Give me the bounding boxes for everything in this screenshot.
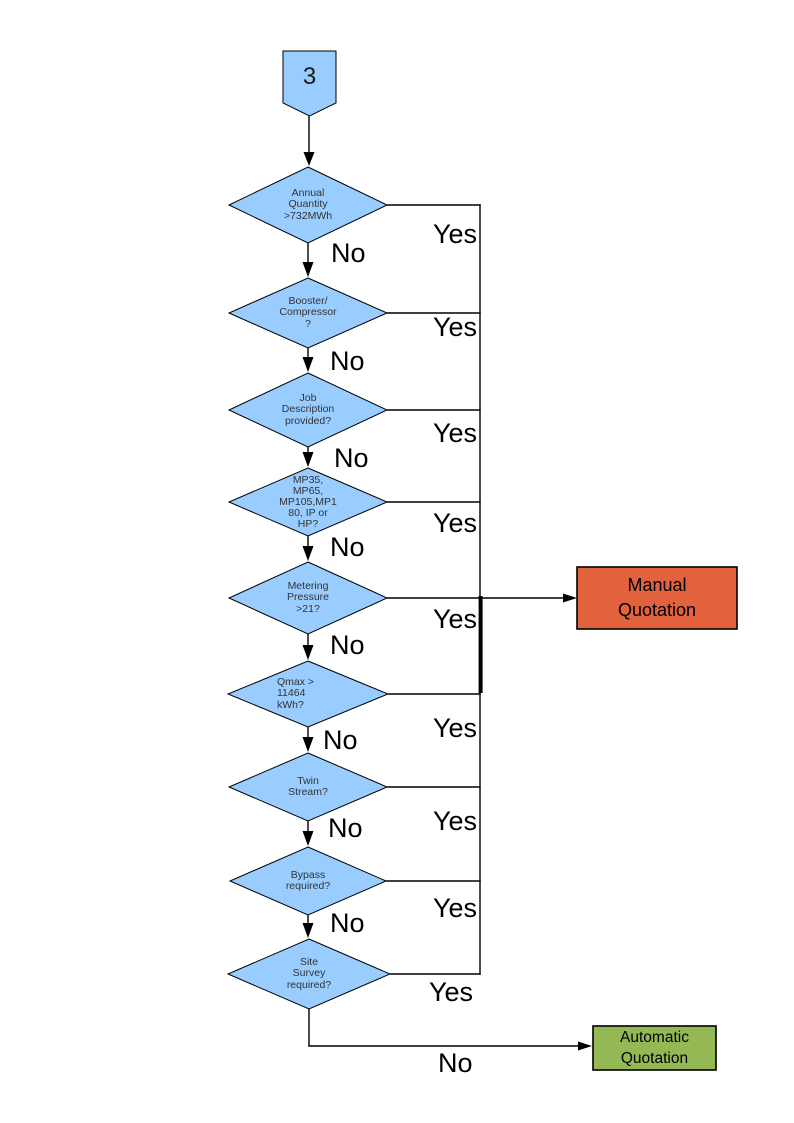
arrowhead-icon	[578, 1041, 592, 1051]
yes-label-pressure-tier: Yes	[432, 508, 477, 538]
decision-label-booster-compressor: Booster/ Compressor ?	[279, 294, 337, 330]
no-label-metering-pressure: No	[330, 630, 365, 660]
yes-label-bypass: Yes	[432, 893, 477, 923]
decision-shape-pressure-tier	[227, 467, 389, 537]
decision-label-pressure-tier: MP35, MP65, MP105,MP1 80, IP or HP?	[279, 473, 337, 530]
yes-label-job-description: Yes	[432, 418, 477, 448]
no-label-site-survey: No	[438, 1048, 473, 1078]
decision-label-bypass: Bypass required?	[285, 868, 331, 892]
arrowhead-icon	[302, 546, 314, 561]
no-label-job-description: No	[334, 443, 369, 473]
yes-label-qmax: Yes	[432, 713, 477, 743]
yes-label-metering-pressure: Yes	[432, 604, 477, 634]
no-label-pressure-tier: No	[330, 532, 365, 562]
yes-bus-thick-segment	[478, 596, 483, 693]
no-label-qmax: No	[323, 725, 358, 755]
yes-label-booster-compressor: Yes	[432, 312, 477, 342]
decision-shape-booster-compressor	[227, 277, 389, 349]
arrowhead-icon	[302, 357, 314, 372]
offpage-connector-shape	[282, 50, 337, 117]
arrowhead-icon	[302, 923, 314, 938]
yes-label-site-survey: Yes	[428, 977, 473, 1007]
decision-shape-qmax	[226, 660, 390, 728]
no-label-annual-quantity: No	[331, 238, 366, 268]
decision-label-job-description: Job Description provided?	[281, 391, 335, 427]
no-label-twin-stream: No	[328, 813, 363, 843]
offpage-connector-label: 3	[302, 63, 317, 90]
arrowhead-icon	[303, 152, 315, 166]
yes-label-annual-quantity: Yes	[432, 219, 477, 249]
decision-shape-twin-stream	[227, 752, 389, 822]
decision-label-twin-stream: Twin Stream?	[288, 774, 328, 798]
arrowhead-icon	[302, 831, 314, 846]
arrowhead-icon	[302, 262, 314, 277]
no-label-bypass: No	[330, 908, 365, 938]
manual-quotation-label: Manual Quotation	[617, 575, 697, 620]
automatic-quotation-label: Automatic Quotation	[620, 1029, 689, 1067]
decision-label-annual-quantity: Annual Quantity >732MWh	[283, 186, 333, 222]
yes-label-twin-stream: Yes	[432, 806, 477, 836]
arrowhead-icon	[302, 645, 314, 660]
decision-label-metering-pressure: Metering Pressure >21?	[286, 579, 329, 615]
decision-shape-site-survey	[226, 938, 392, 1010]
no-label-booster-compressor: No	[330, 346, 365, 376]
decision-shape-bypass	[228, 846, 388, 916]
arrowhead-icon	[563, 593, 577, 603]
decision-shape-annual-quantity	[227, 166, 389, 244]
decision-label-site-survey: Site Survey required?	[286, 955, 332, 991]
manual-quotation-box	[576, 566, 738, 630]
arrowhead-icon	[302, 737, 314, 752]
decision-shape-job-description	[227, 372, 389, 448]
decision-shape-metering-pressure	[227, 561, 389, 635]
automatic-quotation-box	[592, 1025, 717, 1071]
decision-label-qmax: Qmax > 11464 kWh?	[277, 675, 315, 711]
arrowhead-icon	[302, 452, 314, 467]
